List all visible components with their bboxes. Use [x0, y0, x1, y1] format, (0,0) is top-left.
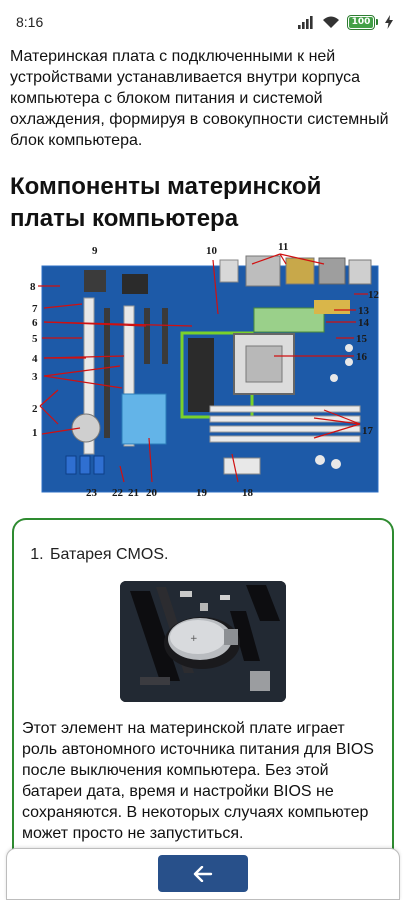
- component-card: Батарея CMOS. + Этот элемент на материнс…: [12, 518, 394, 878]
- status-icons: 100: [297, 14, 393, 30]
- arrow-left-icon: [193, 865, 213, 882]
- callout-12: 12: [368, 289, 380, 301]
- callout-7: 7: [32, 303, 38, 315]
- callout-23: 23: [86, 487, 98, 498]
- callout-20: 20: [146, 487, 158, 498]
- status-bar: 8:16 100: [0, 0, 405, 44]
- signal-icon: [298, 16, 313, 29]
- callout-14: 14: [358, 317, 370, 329]
- callout-17: 17: [362, 425, 374, 437]
- callout-21: 21: [128, 487, 139, 498]
- component-list: Батарея CMOS.: [14, 520, 392, 564]
- callout-2: 2: [32, 403, 38, 415]
- callout-5: 5: [32, 333, 38, 345]
- battery-icon: 100: [347, 14, 378, 30]
- callout-4: 4: [32, 353, 38, 365]
- cmos-battery-photo: +: [120, 581, 286, 702]
- callout-13: 13: [358, 305, 370, 317]
- callout-18: 18: [242, 487, 254, 498]
- svg-text:+: +: [190, 634, 198, 644]
- bottom-navigation-bar: [6, 848, 400, 900]
- section-heading: Компоненты материнской платы компьютера: [10, 173, 322, 232]
- battery-level: 100: [349, 16, 373, 28]
- callout-19: 19: [196, 487, 208, 498]
- callout-10: 10: [206, 245, 218, 257]
- callout-22: 22: [112, 487, 124, 498]
- intro-paragraph: Материнская плата с подключенными к ней …: [10, 48, 389, 149]
- callout-11: 11: [278, 241, 288, 253]
- callout-3: 3: [32, 371, 38, 383]
- status-time: 8:16: [16, 14, 44, 30]
- callout-6: 6: [32, 317, 38, 329]
- callout-9: 9: [92, 245, 98, 257]
- motherboard-diagram-image: 1 2 3 4 5 6 7 8 9 10 11 12 13 14 15 16 1…: [30, 241, 380, 498]
- wifi-icon: [323, 16, 339, 28]
- component-description: Этот элемент на материнской плате играет…: [22, 720, 374, 842]
- callout-1: 1: [32, 427, 38, 439]
- charging-icon: [385, 15, 393, 29]
- back-button[interactable]: [158, 855, 248, 892]
- callout-16: 16: [356, 351, 368, 363]
- callout-15: 15: [356, 333, 368, 345]
- callout-8: 8: [30, 281, 36, 293]
- list-item-cmos-battery: Батарея CMOS.: [48, 546, 392, 564]
- motherboard-diagram: 1 2 3 4 5 6 7 8 9 10 11 12 13 14 15 16 1…: [24, 238, 388, 498]
